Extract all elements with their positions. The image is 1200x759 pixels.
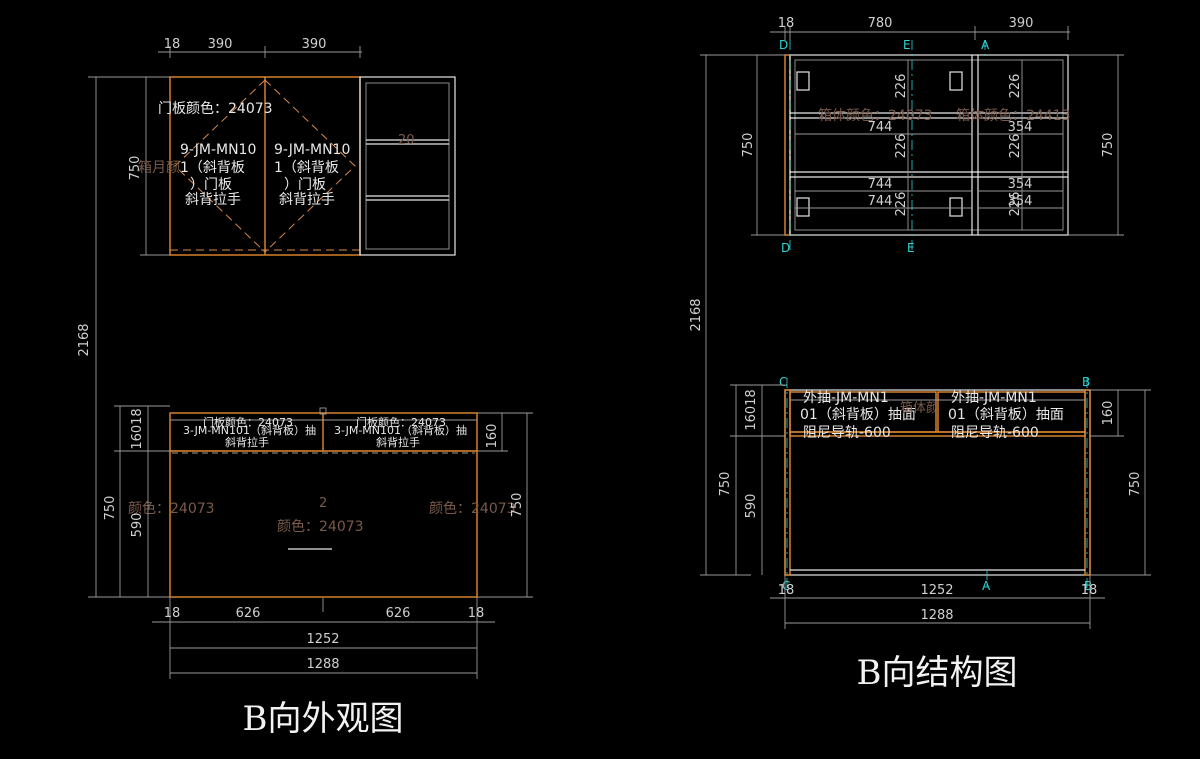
ext-right-color: 颜色：24073 bbox=[429, 500, 516, 517]
ext-door-right-l1: 9-JM-MN10 bbox=[274, 142, 350, 158]
str-marker-d-bottom: D bbox=[781, 241, 790, 255]
ext-bottom-626b: 626 bbox=[386, 606, 411, 621]
ext-door-left-l3: ）门板 bbox=[190, 177, 232, 193]
ext-center-color: 颜色：24073 bbox=[277, 518, 364, 535]
ext-door-left-l1: 9-JM-MN10 bbox=[180, 142, 256, 158]
str-marker-a-top: A bbox=[981, 38, 990, 52]
str-upper-right-750: 750 bbox=[1101, 133, 1116, 158]
ext-upper-dim-390b: 390 bbox=[302, 37, 327, 52]
str-bottom-1252: 1252 bbox=[920, 583, 953, 598]
ext-door-right-l4: 斜背拉手 bbox=[279, 192, 335, 208]
str-marker-e-top: E bbox=[903, 38, 911, 52]
ext-drawer-left-handle: 斜背拉手 bbox=[225, 435, 269, 449]
str-drawer-left-l1: 外抽-JM-MN1 bbox=[803, 390, 889, 406]
ext-drawer-left-color: 门板颜色：24073 bbox=[203, 415, 293, 429]
str-width-744a: 744 bbox=[868, 120, 893, 135]
str-inner-v1: 226 bbox=[894, 74, 909, 99]
str-drawer-left-l2: 01（斜背板）抽面 bbox=[800, 407, 916, 423]
ext-lower-dim-590: 590 bbox=[130, 513, 145, 538]
ext-door-left-l4: 斜背拉手 bbox=[185, 192, 241, 208]
ext-shelf-ghost: 20 bbox=[398, 133, 415, 148]
ext-width-1288: 1288 bbox=[306, 657, 339, 672]
str-ghost-right: 箱体颜色：24413 bbox=[956, 107, 1071, 124]
ext-width-1252: 1252 bbox=[306, 632, 339, 647]
str-width-354b: 354 bbox=[1008, 177, 1033, 192]
ext-drawer-right-color: 门板颜色：24073 bbox=[356, 415, 446, 429]
str-lower-right-160: 160 bbox=[1101, 401, 1116, 426]
ext-drawer-right-handle: 斜背拉手 bbox=[376, 435, 420, 449]
ext-door-right-l2: 1（斜背板 bbox=[274, 160, 339, 176]
str-marker-b-bottom: B bbox=[1084, 579, 1092, 593]
str-width-354a: 354 bbox=[1008, 120, 1033, 135]
exterior-lower-cabinet: 门板颜色：24073 门板颜色：24073 3-JM-MN101（斜背板）抽 3… bbox=[103, 405, 533, 679]
ext-bottom-18a: 18 bbox=[164, 606, 181, 621]
str-drawer-right-l3: 阻尼导轨-600 bbox=[951, 425, 1039, 441]
str-width-354c: 354 bbox=[1008, 194, 1033, 209]
str-lower-dim-590: 590 bbox=[744, 494, 759, 519]
structure-upper-cabinet: 226 226 226 226 226 226 744 744 744 354 … bbox=[741, 16, 1124, 255]
exterior-view: 18 390 390 750 门板颜色：24073 箱月颜 9-JM-MN10 … bbox=[77, 37, 533, 739]
str-top-390: 390 bbox=[1009, 16, 1034, 31]
str-drawer-right-l1: 外抽-JM-MN1 bbox=[951, 390, 1037, 406]
str-marker-c-top: C bbox=[779, 375, 787, 389]
str-top-18: 18 bbox=[778, 16, 795, 31]
str-lower-right-750: 750 bbox=[1128, 472, 1143, 497]
str-inner-v5: 226 bbox=[1008, 134, 1023, 159]
ext-bottom-626a: 626 bbox=[236, 606, 261, 621]
str-ghost-mid: 箱体颜 bbox=[900, 400, 939, 416]
str-marker-b-top: B bbox=[1082, 375, 1090, 389]
ext-center-num: 2 bbox=[319, 496, 327, 511]
ext-lower-right-160: 160 bbox=[485, 424, 500, 449]
ext-drawer-right-code: 3-JM-MN101（斜背板）抽 bbox=[334, 423, 467, 437]
str-inner-v2: 226 bbox=[894, 134, 909, 159]
ext-lower-dim-16018: 16018 bbox=[130, 408, 145, 449]
str-drawer-left-l3: 阻尼导轨-600 bbox=[803, 425, 891, 441]
str-bottom-18a: 18 bbox=[778, 583, 795, 598]
exterior-upper-cabinet: 18 390 390 750 门板颜色：24073 箱月颜 9-JM-MN10 … bbox=[128, 37, 456, 256]
str-lower-dim-16018: 16018 bbox=[744, 389, 759, 430]
ext-lower-dim-750: 750 bbox=[103, 496, 118, 521]
str-drawer-right-l2: 01（斜背板）抽面 bbox=[948, 407, 1064, 423]
str-lower-dim-750: 750 bbox=[718, 472, 733, 497]
ext-door-left-l2: 1（斜背板 bbox=[180, 160, 245, 176]
structure-view-title: B向结构图 bbox=[857, 653, 1018, 693]
str-overall-height: 2168 bbox=[689, 298, 704, 331]
str-marker-a-bottom: A bbox=[982, 579, 991, 593]
ext-overall-height: 2168 bbox=[77, 323, 92, 356]
str-marker-d-top: D bbox=[779, 38, 788, 52]
str-marker-e-bottom: E bbox=[907, 241, 915, 255]
upper-open-shelf bbox=[359, 76, 456, 256]
str-inner-v3: 226 bbox=[894, 192, 909, 217]
ext-upper-height-750: 750 bbox=[128, 156, 143, 181]
str-marker-c-bottom: C bbox=[782, 579, 790, 593]
str-width-744b: 744 bbox=[868, 177, 893, 192]
str-upper-left-750: 750 bbox=[741, 133, 756, 158]
ext-lower-right-750: 750 bbox=[510, 493, 525, 518]
ext-left-color: 颜色：24073 bbox=[128, 500, 215, 517]
ext-door-right-l3: ）门板 bbox=[284, 177, 326, 193]
structure-view: 226 226 226 226 226 226 744 744 744 354 … bbox=[689, 16, 1151, 693]
str-width-744c: 744 bbox=[868, 194, 893, 209]
ext-drawer-left-code: 3-JM-MN101（斜背板）抽 bbox=[183, 423, 316, 437]
str-ghost-left: 箱体颜色：24073 bbox=[818, 107, 933, 124]
ext-ghost-left: 箱月颜 bbox=[138, 160, 180, 176]
ext-bottom-18b: 18 bbox=[468, 606, 485, 621]
str-bottom-18b: 18 bbox=[1081, 583, 1098, 598]
str-top-780: 780 bbox=[868, 16, 893, 31]
ext-upper-dim-390a: 390 bbox=[208, 37, 233, 52]
str-width-1288: 1288 bbox=[920, 608, 953, 623]
structure-lower-cabinet: 外抽-JM-MN1 01（斜背板）抽面 阻尼导轨-600 外抽-JM-MN1 0… bbox=[718, 375, 1151, 629]
ext-upper-dim-18: 18 bbox=[164, 37, 181, 52]
ext-door-color-a: 门板颜色：24073 bbox=[158, 100, 273, 117]
str-inner-v6: 226 bbox=[1008, 192, 1023, 217]
str-inner-v4: 226 bbox=[1008, 74, 1023, 99]
exterior-view-title: B向外观图 bbox=[243, 699, 404, 739]
